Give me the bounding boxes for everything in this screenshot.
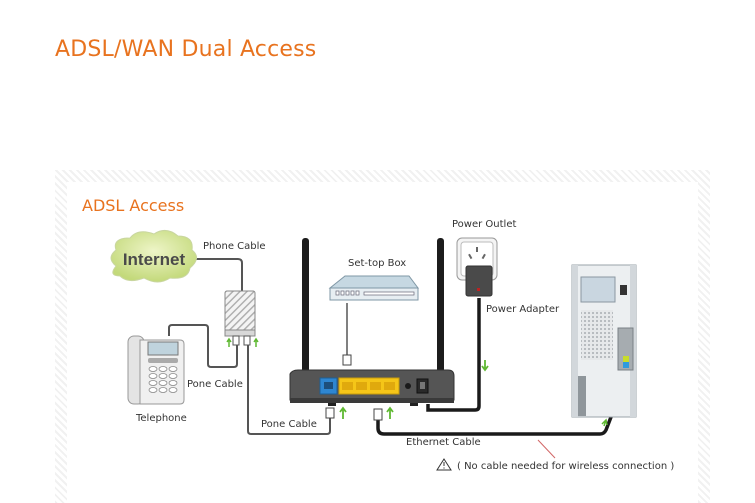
green-arrow-icon (226, 337, 232, 347)
internet-label: Internet (123, 250, 186, 269)
wireless-pointer-line (537, 439, 556, 459)
ethernet-cable (376, 377, 628, 436)
antenna-left (302, 238, 309, 388)
section-title: ADSL Access (82, 196, 185, 215)
green-arrow-icon (601, 418, 608, 427)
pc-tower (571, 264, 637, 427)
green-arrow-icon (386, 406, 394, 419)
page-title: ADSL/WAN Dual Access (55, 37, 317, 62)
ethernet-cable-label: Ethernet Cable (406, 437, 481, 448)
router-plugs (325, 360, 489, 421)
router (289, 238, 455, 406)
cables (168, 258, 628, 436)
splitter (224, 290, 259, 347)
green-arrow-icon (253, 337, 259, 347)
telephone-to-splitter-cable (168, 324, 238, 368)
set-top-box-label: Set-top Box (348, 258, 407, 269)
internet-cloud: Internet (110, 230, 197, 283)
pone-cable-router-label: Pone Cable (261, 419, 317, 430)
telephone (127, 335, 185, 405)
warning-triangle-icon (436, 458, 452, 471)
green-arrow-icon (481, 360, 489, 372)
set-top-box (328, 275, 419, 366)
pone-cable-telephone-label: Pone Cable (187, 379, 243, 390)
antenna-right (437, 238, 444, 388)
power-adapter-label: Power Adapter (486, 304, 560, 315)
telephone-label: Telephone (136, 413, 187, 424)
splitter-to-router-cable (247, 345, 331, 435)
power-adapter (465, 265, 493, 297)
power-adapter-cable (426, 298, 481, 412)
power-outlet-label: Power Outlet (452, 219, 517, 230)
green-arrow-icon (339, 406, 347, 419)
internet-to-splitter-cable (186, 258, 243, 292)
wireless-note: ( No cable needed for wireless connectio… (457, 461, 675, 472)
phone-cable-label: Phone Cable (203, 241, 266, 252)
